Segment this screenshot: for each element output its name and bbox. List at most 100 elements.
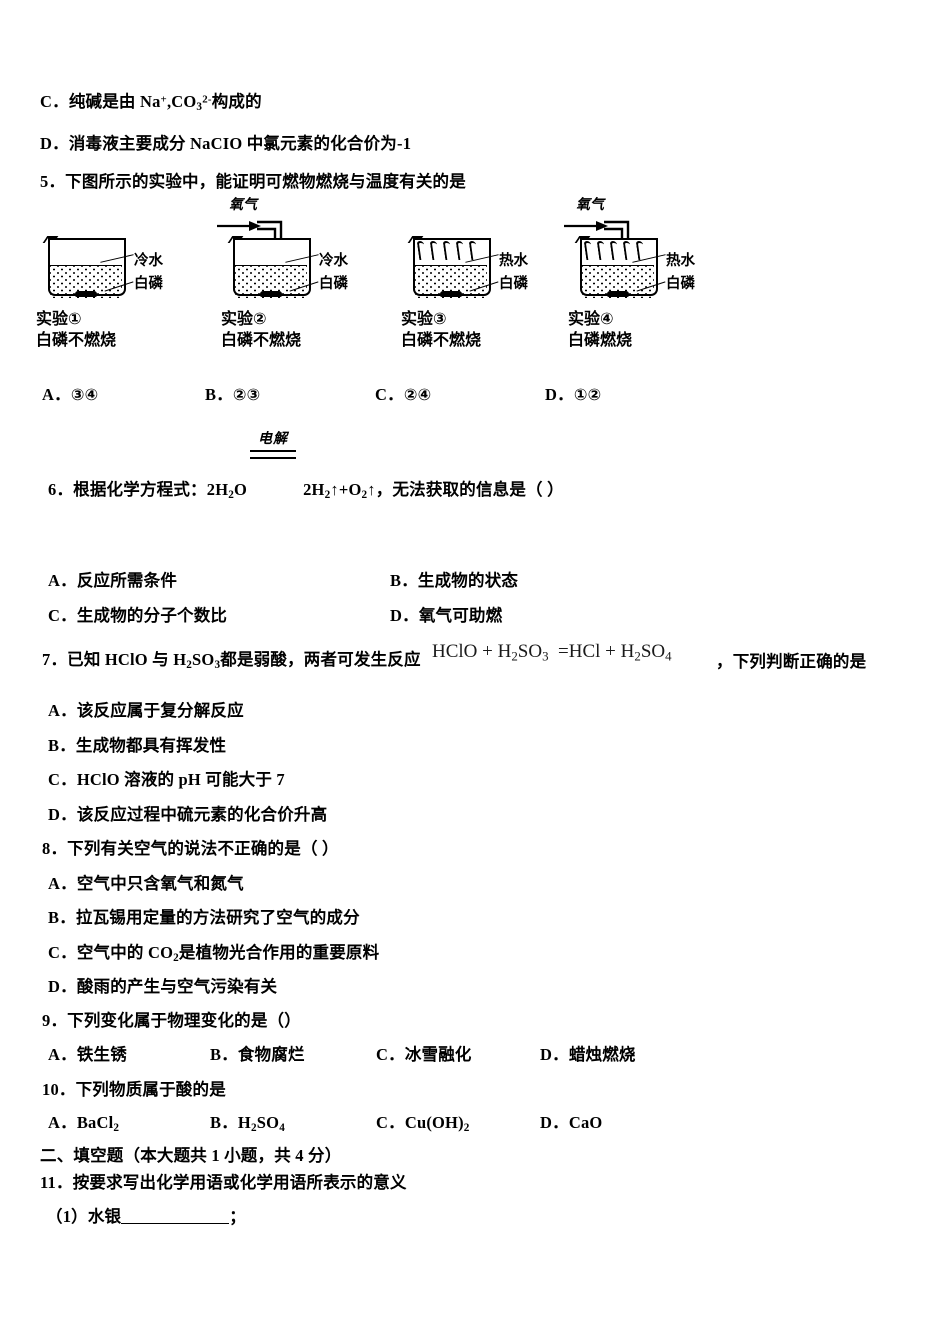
beaker-4 xyxy=(580,238,666,300)
q4-option-c-text1: 纯碱是由 Na xyxy=(68,92,161,111)
caption-1-line1: 实验① xyxy=(36,309,82,328)
q6-stem-suffix: ，无法获取的信息是（ ） xyxy=(375,480,564,499)
q9-option-b-text: 食物腐烂 xyxy=(237,1045,305,1064)
q8-option-b-label: B． xyxy=(48,908,76,927)
experiment-4: 氧气 热水 白磷 实验 xyxy=(562,196,747,366)
steam-icon xyxy=(416,241,484,261)
q10-option-b: B．H2SO4 xyxy=(210,1113,285,1135)
q6-option-d-text: 氧气可助燃 xyxy=(418,606,503,625)
steam-icon xyxy=(583,241,651,261)
q7-option-c-label: C． xyxy=(48,770,77,789)
q6-reaction-condition: 电解 xyxy=(238,428,308,459)
q5-option-a: A．③④ xyxy=(42,385,98,405)
label-oxygen-4: 氧气 xyxy=(576,197,604,213)
q5-option-c-label: C． xyxy=(375,385,404,404)
q9-option-d: D．蜡烛燃烧 xyxy=(540,1045,636,1065)
q10-option-b-label: B． xyxy=(210,1113,238,1132)
q6-option-a-label: A． xyxy=(48,571,77,590)
q5-option-c-text: ②④ xyxy=(403,385,432,404)
q10-option-d: D．CaO xyxy=(540,1113,602,1133)
phosphorus-blob xyxy=(75,291,97,297)
beaker-3 xyxy=(413,238,499,300)
q6-option-b-text: 生成物的状态 xyxy=(417,571,519,590)
phosphorus-blob xyxy=(607,291,629,297)
label-water-1: 冷水 xyxy=(134,253,163,269)
q4-option-c-sup2: 2- xyxy=(202,93,212,106)
q6-stem: 6．根据化学方程式：2H2O 2H2↑+O2↑，无法获取的信息是（ ） xyxy=(48,480,564,503)
q6-option-d-label: D． xyxy=(390,606,419,625)
q7-option-c-text: HClO 溶液的 pH 可能大于 7 xyxy=(76,770,285,789)
q8-option-a: A．空气中只含氧气和氮气 xyxy=(48,874,244,894)
caption-3-line2: 白磷不燃烧 xyxy=(401,330,482,350)
q9-option-d-label: D． xyxy=(540,1045,569,1064)
q4-option-c-sup1: + xyxy=(160,93,167,106)
caption-2-line2: 白磷不燃烧 xyxy=(221,330,302,350)
q7-option-b-text: 生成物都具有挥发性 xyxy=(75,736,227,755)
q6-equation-right: 2H2↑+O2↑ xyxy=(303,480,376,502)
q7-option-d-text: 该反应过程中硫元素的化合价升高 xyxy=(76,805,328,824)
q8-option-d-label: D． xyxy=(48,977,77,996)
q10-option-c: C．Cu(OH)2 xyxy=(376,1113,470,1135)
q5-option-b: B．②③ xyxy=(205,385,260,405)
experiment-3: 热水 白磷 实验③ 白磷不燃烧 xyxy=(395,196,580,366)
q11-answer-blank-1[interactable] xyxy=(121,1209,230,1224)
q4-option-d: D．消毒液主要成分 NaCIO 中氯元素的化合价为-1 xyxy=(40,134,412,153)
q6-option-a: A．反应所需条件 xyxy=(48,571,177,591)
beaker-2 xyxy=(233,238,319,300)
caption-4: 实验④ 白磷燃烧 xyxy=(568,308,718,350)
beaker-rim-icon xyxy=(577,236,661,241)
beaker-rim-icon xyxy=(45,236,129,241)
q8-stem: 8．下列有关空气的说法不正确的是（ ） xyxy=(42,839,339,858)
label-solid-3: 白磷 xyxy=(499,276,528,292)
experiment-2: 氧气 冷水 白磷 实验② 白磷不燃烧 xyxy=(215,196,400,366)
q7-option-c: C．HClO 溶液的 pH 可能大于 7 xyxy=(48,770,285,790)
q9-option-c-text: 冰雪融化 xyxy=(404,1045,472,1064)
q6-option-d: D．氧气可助燃 xyxy=(390,606,502,626)
caption-1: 实验① 白磷不燃烧 xyxy=(36,308,186,350)
caption-3: 实验③ 白磷不燃烧 xyxy=(401,308,551,350)
q5-option-b-label: B． xyxy=(205,385,233,404)
q7-stem-before: 7．已知 HClO 与 H2SO3都是弱酸，两者可发生反应 xyxy=(42,650,421,672)
q5-option-a-text: ③④ xyxy=(70,385,99,404)
q5-stem: 5．下图所示的实验中，能证明可燃物燃烧与温度有关的是 xyxy=(40,172,466,191)
q9-option-c-label: C． xyxy=(376,1045,405,1064)
caption-3-line1: 实验③ xyxy=(401,309,447,328)
label-solid-4: 白磷 xyxy=(666,276,695,292)
label-water-3: 热水 xyxy=(499,253,528,269)
caption-2: 实验② 白磷不燃烧 xyxy=(221,308,371,350)
q6-condition-label: 电解 xyxy=(258,431,288,447)
q9-option-a-label: A． xyxy=(48,1045,77,1064)
q9-stem: 9．下列变化属于物理变化的是（） xyxy=(42,1011,301,1030)
q11-item-1-suffix: ； xyxy=(229,1207,246,1226)
q5-option-c: C．②④ xyxy=(375,385,431,405)
q7-option-b: B．生成物都具有挥发性 xyxy=(48,736,226,756)
q10-option-d-text: CaO xyxy=(568,1113,603,1132)
q6-option-a-text: 反应所需条件 xyxy=(76,571,178,590)
q9-option-c: C．冰雪融化 xyxy=(376,1045,472,1065)
section2-heading: 二、填空题（本大题共 1 小题，共 4 分） xyxy=(40,1146,342,1165)
caption-2-line1: 实验② xyxy=(221,309,267,328)
q10-option-c-label: C． xyxy=(376,1113,405,1132)
q4-option-c-label: C． xyxy=(40,92,69,111)
q6-option-c: C．生成物的分子个数比 xyxy=(48,606,227,626)
reaction-arrow-icon xyxy=(250,450,296,459)
q5-option-d-text: ①② xyxy=(573,385,602,404)
label-water-4: 热水 xyxy=(666,253,695,269)
q9-option-b-label: B． xyxy=(210,1045,238,1064)
q8-option-a-text: 空气中只含氧气和氮气 xyxy=(76,874,244,893)
q6-option-b: B．生成物的状态 xyxy=(390,571,518,591)
q7-equation: HClO + H2SO3 =HCl + H2SO4 xyxy=(432,641,672,664)
q6-equation-left: 2H2O xyxy=(206,480,248,502)
experiment-1: 冷水 白磷 实验① 白磷不燃烧 xyxy=(30,196,215,366)
beaker-1 xyxy=(48,238,134,300)
q7-option-a: A．该反应属于复分解反应 xyxy=(48,701,244,721)
q6-stem-prefix: 6．根据化学方程式： xyxy=(48,480,207,499)
q6-option-b-label: B． xyxy=(390,571,418,590)
q4-option-c: C．纯碱是由 Na+,CO32-构成的 xyxy=(40,92,262,115)
caption-4-line2: 白磷燃烧 xyxy=(568,330,633,350)
q9-option-d-text: 蜡烛燃烧 xyxy=(568,1045,636,1064)
q5-option-a-label: A． xyxy=(42,385,71,404)
q7-option-b-label: B． xyxy=(48,736,76,755)
q7-option-d: D．该反应过程中硫元素的化合价升高 xyxy=(48,805,327,825)
